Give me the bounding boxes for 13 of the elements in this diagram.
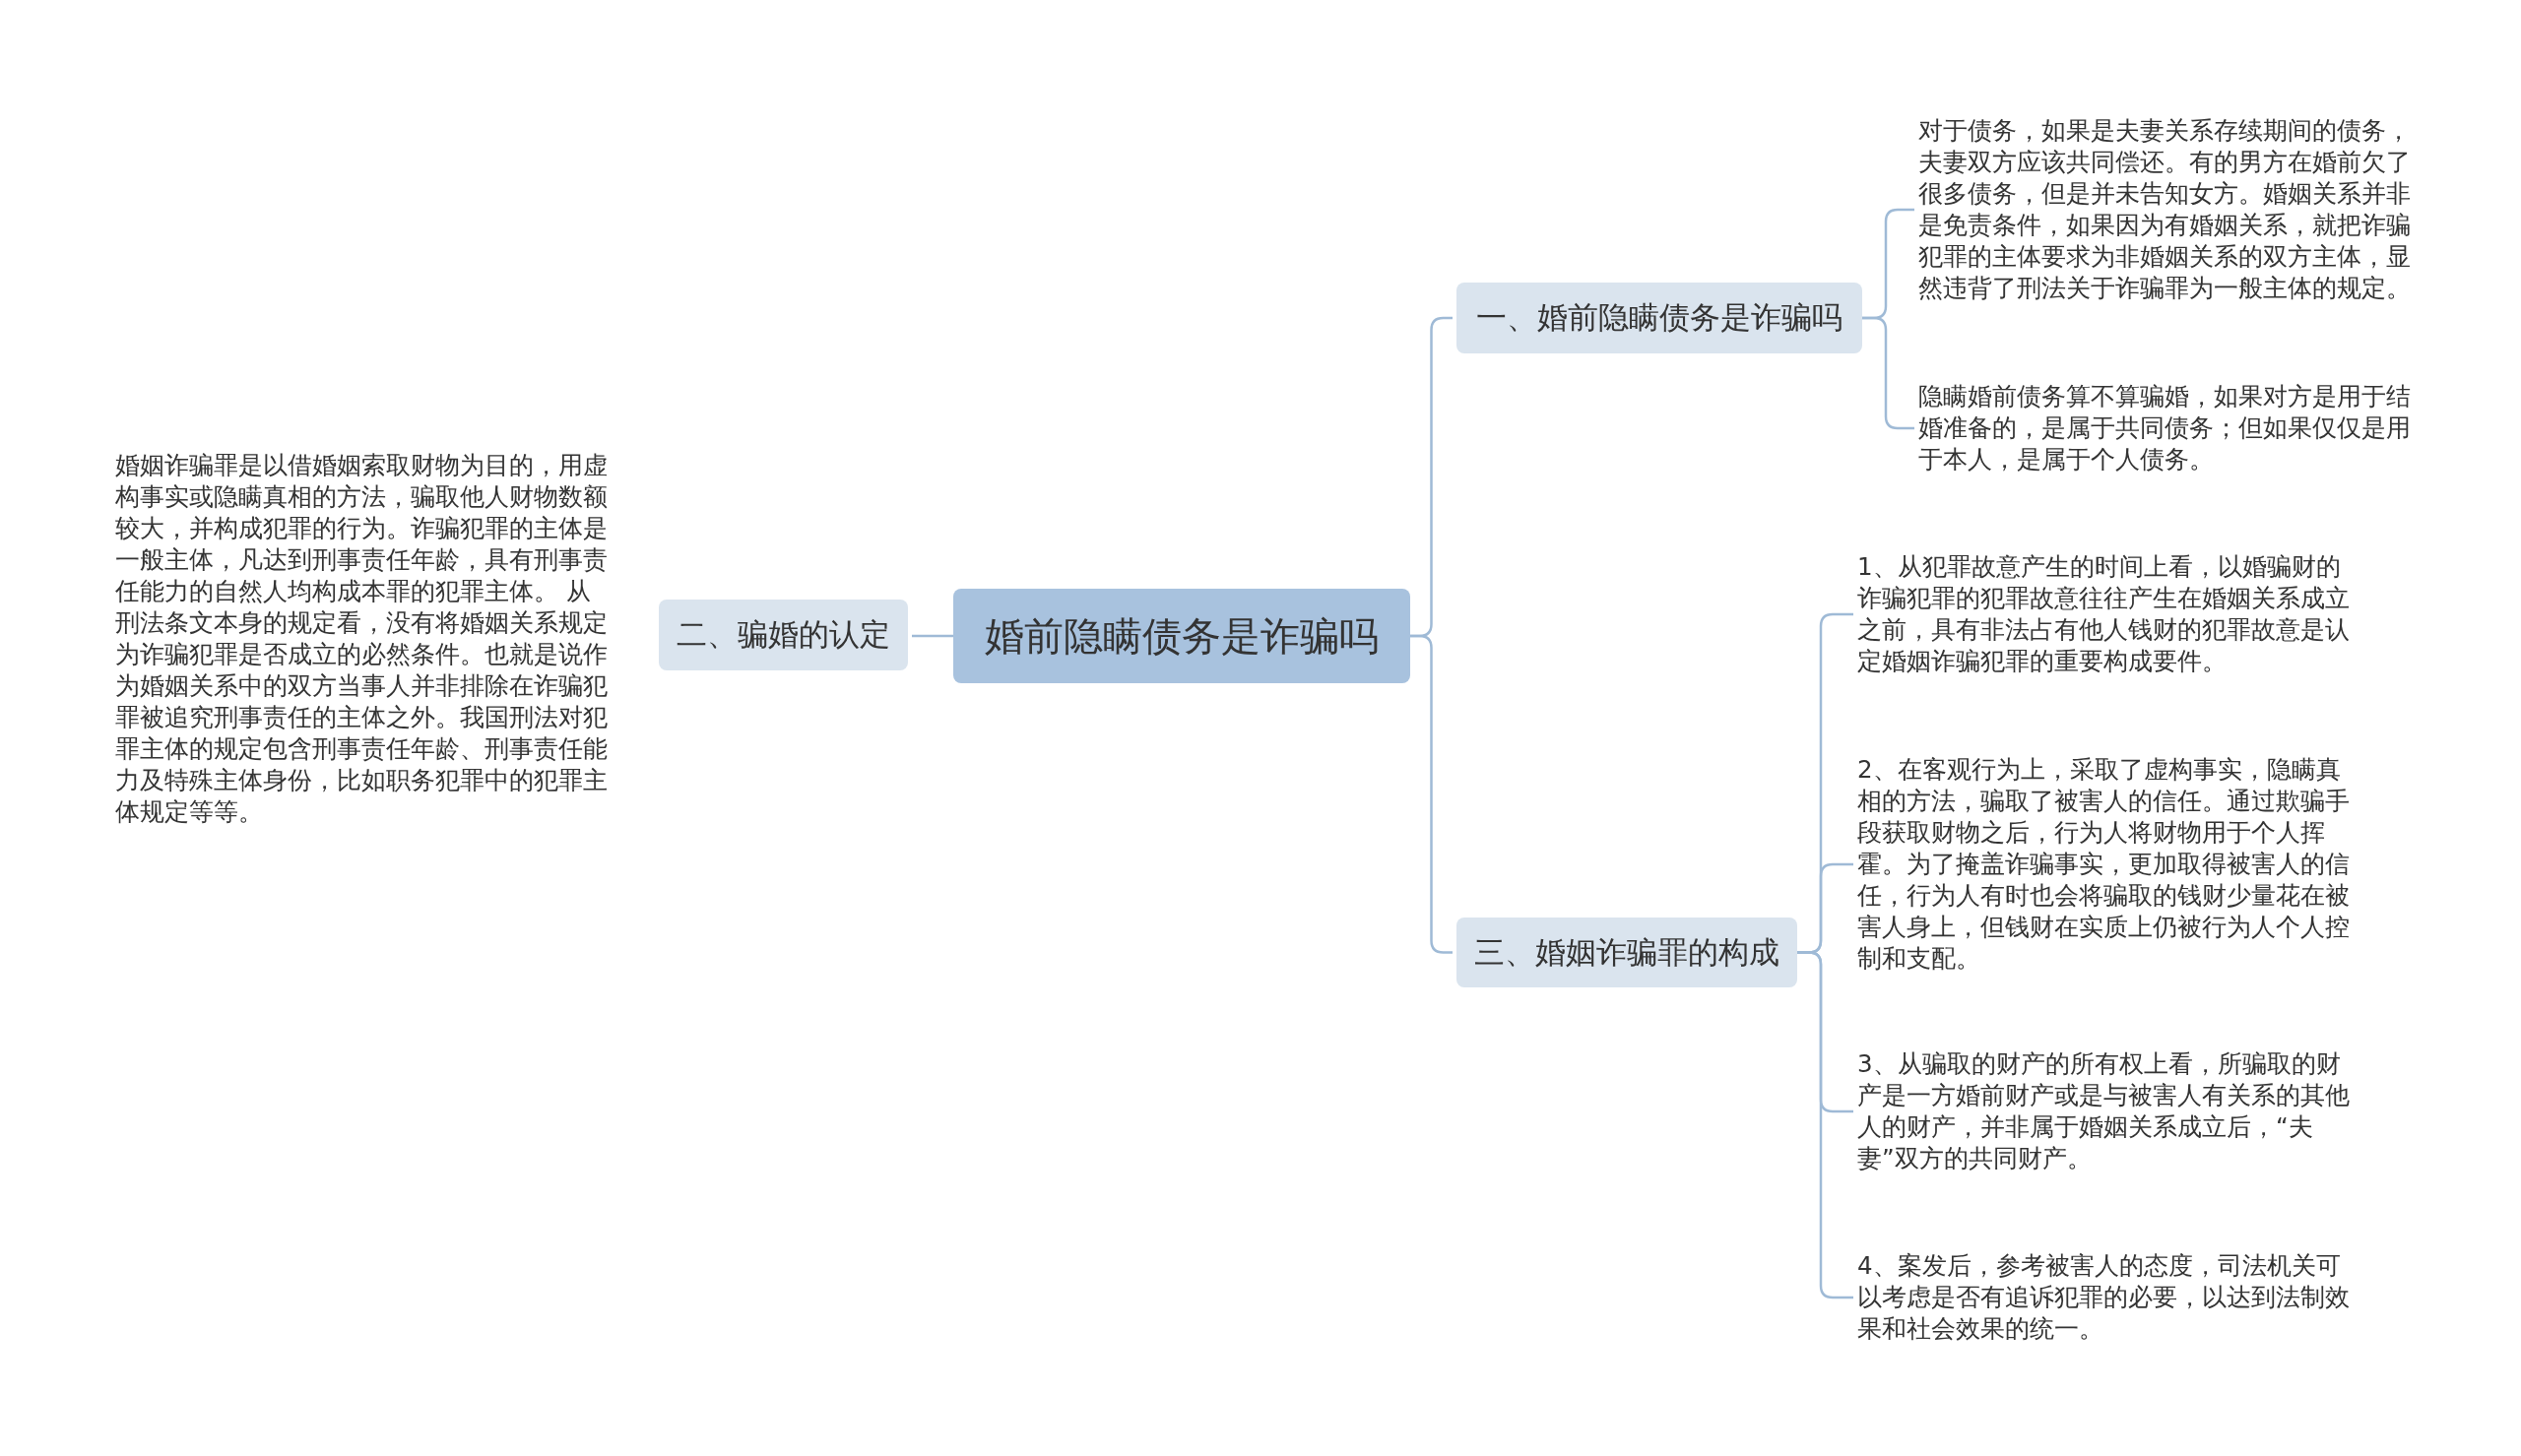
leaf-text: 4、案发后，参考被害人的态度，司法机关可以考虑是否有追诉犯罪的必要，以达到法制效果和社会效果的统一。 [1857,1250,2350,1345]
topic-box: 婚前隐瞒债务是诈骗吗 [953,589,1410,683]
leaf-text: 1、从犯罪故意产生的时间上看，以婚骗财的诈骗犯罪的犯罪故意往往产生在婚姻关系成立之前，具有非法占有他人钱财的犯罪故意是认定婚姻诈骗犯罪的重要构成要件。 [1857,551,2350,677]
leaf-text: 隐瞒婚前债务算不算骗婚，如果对方是用于结婚准备的，是属于共同债务；但如果仅仅是用于本人，是属于个人债务。 [1918,381,2411,475]
branch-box: 一、婚前隐瞒债务是诈骗吗 [1456,283,1862,353]
leaf-text: 婚姻诈骗罪是以借婚姻索取财物为目的，用虚构事实或隐瞒真相的方法，骗取他人财物数额较大，并构成犯罪的行为。诈骗犯罪的主体是一般主体，凡达到刑事责任年龄，具有刑事责任能力的自然人均构成本罪的犯罪主体。 从刑法条文本身的规定看，没有将婚姻关系规定为诈骗犯罪是否成立的必然条件。也就是说作为婚姻关系中的双方当事人并非排除在诈骗犯罪被追究刑事责任的主体之外。我国刑法对犯罪主体的规定包含刑事责任年龄、刑事责任能力及特殊主体身份，比如职务犯罪中的犯罪主体规定等等。 [115,450,608,828]
branch-box: 三、婚姻诈骗罪的构成 [1456,918,1797,987]
connector-line [1410,634,1453,954]
connector-line [912,634,953,638]
branch-box: 二、骗婚的认定 [659,600,908,670]
leaf-text: 2、在客观行为上，采取了虚构事实，隐瞒真相的方法，骗取了被害人的信任。通过欺骗手段获取财物之后，行为人将财物用于个人挥霍。为了掩盖诈骗事实，更加取得被害人的信任，行为人有时也会将骗取的钱财少量花在被害人身上，但钱财在实质上仍被行为人个人控制和支配。 [1857,754,2350,975]
leaf-text: 3、从骗取的财产的所有权上看，所骗取的财产是一方婚前财产或是与被害人有关系的其他人的财产，并非属于婚姻关系成立后，“夫妻”双方的共同财产。 [1857,1048,2350,1174]
leaf-text: 对于债务，如果是夫妻关系存续期间的债务，夫妻双方应该共同偿还。有的男方在婚前欠了很多债务，但是并未告知女方。婚姻关系并非是免责条件，如果因为有婚姻关系，就把诈骗犯罪的主体要求为非婚姻关系的双方主体，显然违背了刑法关于诈骗罪为一般主体的规定。 [1918,115,2411,304]
